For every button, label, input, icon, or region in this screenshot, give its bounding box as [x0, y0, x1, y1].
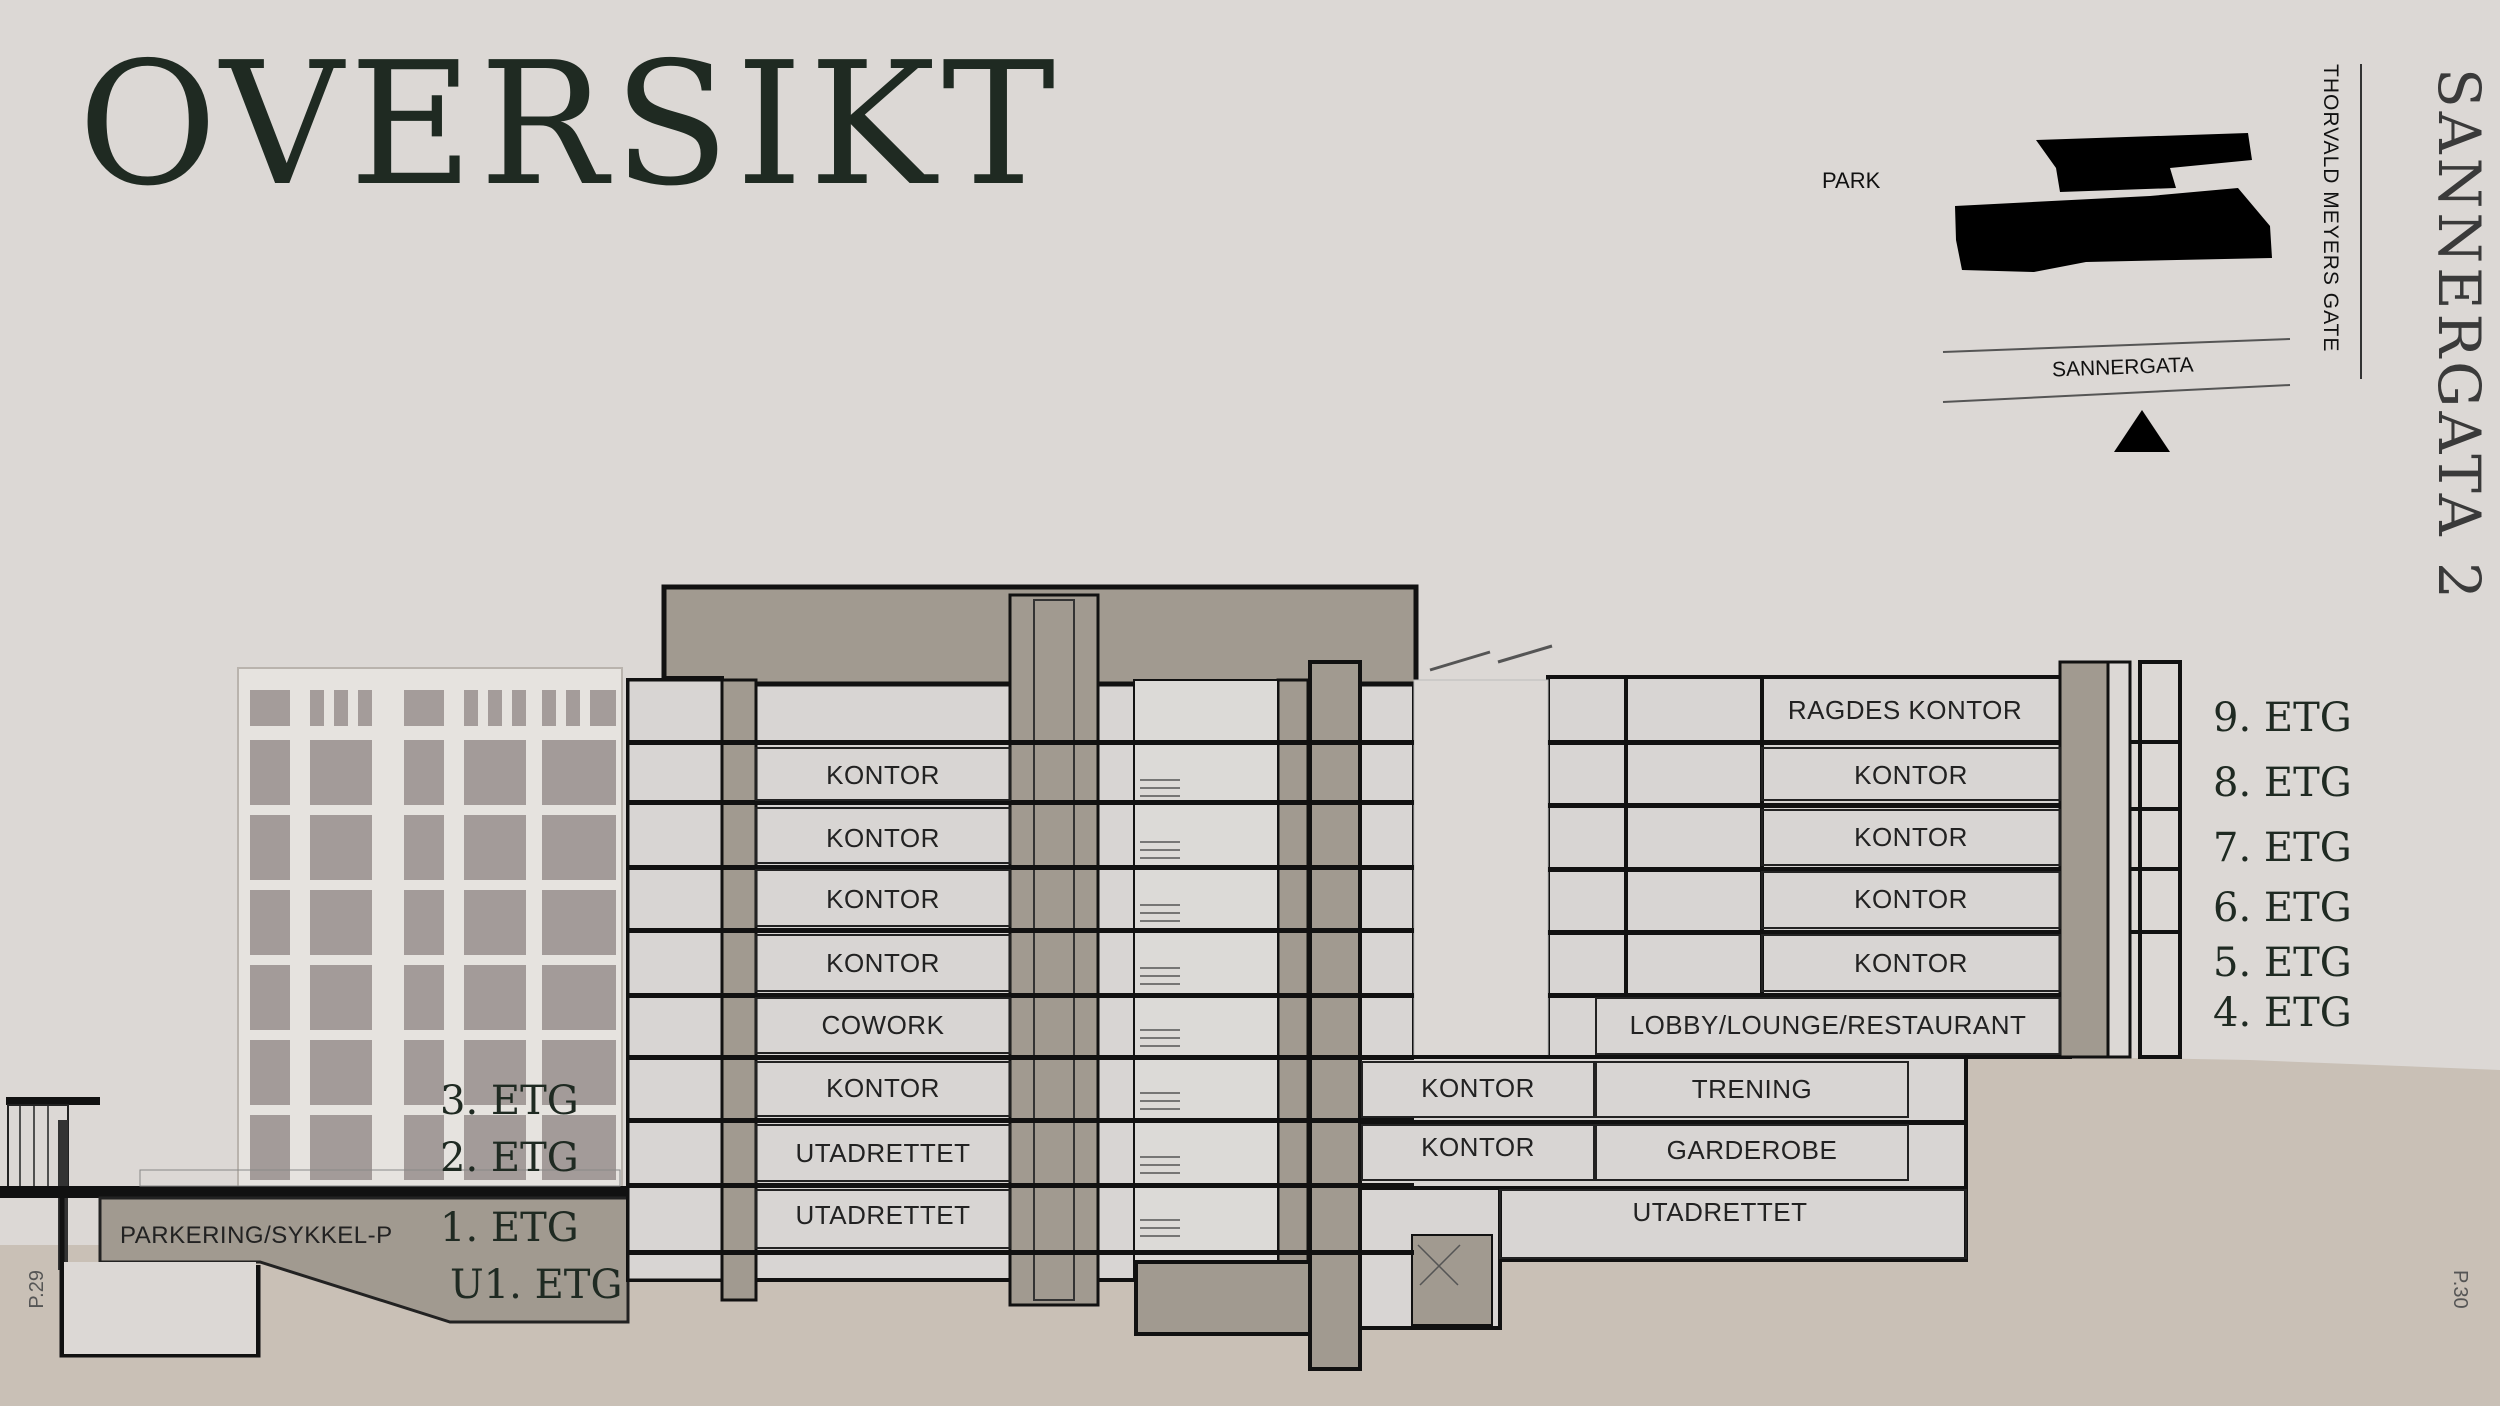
street-slab [0, 1186, 628, 1198]
floor-label-u1: U1. ETG [450, 1262, 623, 1308]
floor-label-3: 3. ETG [440, 1078, 579, 1124]
room-ragdes-kontor: RAGDES KONTOR [1787, 695, 2023, 725]
page-number-left: P.29 [26, 1270, 48, 1309]
room-cowork: COWORK [821, 1010, 945, 1040]
map-building-shape [1955, 133, 2272, 272]
room-kontor-left-3: KONTOR [826, 1073, 940, 1103]
room-garderobe: GARDEROBE [1666, 1135, 1838, 1165]
floor-label-8: 8. ETG [2213, 760, 2352, 806]
room-kontor-right-6: KONTOR [1854, 884, 1968, 914]
pavilion-structure [6, 1097, 100, 1270]
main-building [626, 584, 2182, 1371]
room-kontor-left-8: KONTOR [826, 760, 940, 790]
basement-wall [59, 1198, 261, 1358]
brand-title: SANNERGATA 2 [2425, 68, 2493, 603]
floor-label-9: 9. ETG [2213, 695, 2352, 741]
north-arrow-icon [2114, 410, 2170, 452]
room-trening: TRENING [1691, 1074, 1813, 1104]
floor-label-6: 6. ETG [2213, 885, 2352, 931]
room-utadrettet-left-1: UTADRETTET [795, 1200, 971, 1230]
room-lobby-lounge-restaurant: LOBBY/LOUNGE/RESTAURANT [1629, 1010, 2027, 1040]
map-park-label: PARK [1822, 168, 1881, 193]
map-street-line [2360, 64, 2362, 379]
map-street-vertical: THORVALD MEYERS GATE [2319, 64, 2342, 353]
room-utadrettet-right: UTADRETTET [1632, 1197, 1808, 1227]
map-road-top [1942, 338, 2291, 353]
room-parkering-sykkel: PARKERING/SYKKEL-P [120, 1222, 393, 1249]
room-kontor-left-7: KONTOR [826, 823, 940, 853]
page-title: OVERSIKT [78, 26, 1062, 224]
room-kontor-left-6: KONTOR [826, 884, 940, 914]
room-kontor-left-5: KONTOR [826, 948, 940, 978]
floor-label-2: 2. ETG [440, 1135, 579, 1181]
room-utadrettet-left-2: UTADRETTET [795, 1138, 971, 1168]
floor-label-7: 7. ETG [2213, 825, 2352, 871]
basement-void [64, 1262, 256, 1354]
map-road-bottom [1942, 384, 2291, 403]
room-kontor-right-7: KONTOR [1854, 822, 1968, 852]
floor-label-5: 5. ETG [2213, 940, 2352, 986]
room-kontor-mid-2: KONTOR [1421, 1132, 1535, 1162]
floor-label-1: 1. ETG [440, 1205, 579, 1251]
neighbor-building [237, 667, 623, 1197]
room-kontor-right-5: KONTOR [1854, 948, 1968, 978]
floor-label-4: 4. ETG [2213, 990, 2352, 1036]
page-number-right: P.30 [2449, 1270, 2471, 1309]
room-kontor-mid-3: KONTOR [1421, 1073, 1535, 1103]
bridge-railing [139, 1169, 621, 1187]
room-kontor-right-8: KONTOR [1854, 760, 1968, 790]
